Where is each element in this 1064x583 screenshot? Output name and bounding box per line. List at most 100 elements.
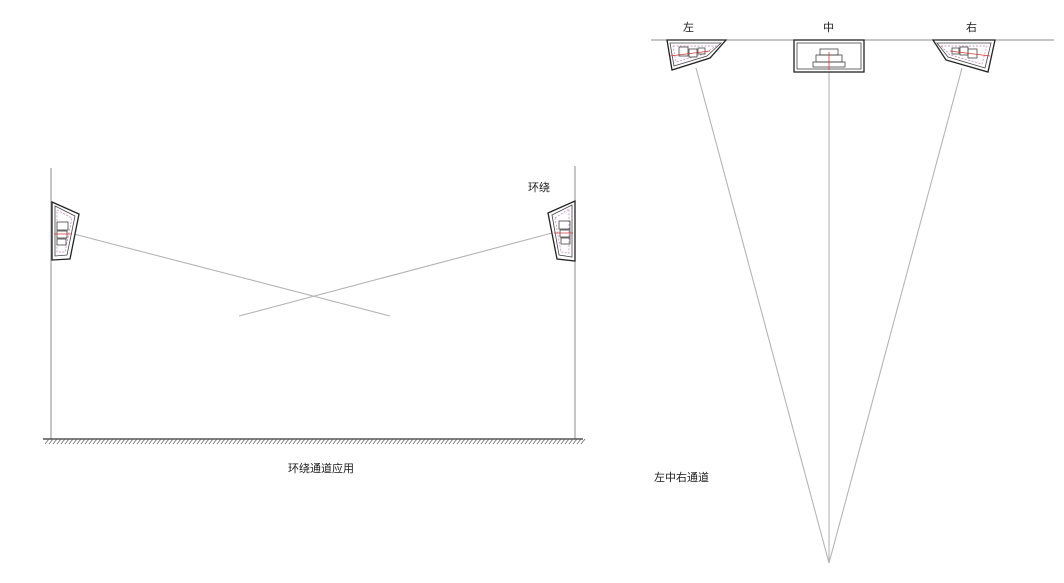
floor-hatch-mark <box>356 438 362 445</box>
floor-hatch-mark <box>348 438 354 445</box>
floor-hatch-mark <box>320 438 326 445</box>
floor-hatch-mark <box>148 438 154 445</box>
floor-hatch-mark <box>500 438 506 445</box>
floor-hatch-mark <box>416 438 422 445</box>
floor-hatch-mark <box>88 438 94 445</box>
floor-hatch-mark <box>392 438 398 445</box>
floor-hatch-mark <box>516 438 522 445</box>
left-surround-ray <box>69 232 391 317</box>
floor-hatch-mark <box>92 438 98 445</box>
floor-hatch-mark <box>188 438 194 445</box>
floor-hatch-mark <box>308 438 314 445</box>
left-channel-label: 左 <box>683 21 694 34</box>
floor-hatch-mark <box>476 438 482 445</box>
floor-hatch-mark <box>296 438 302 445</box>
left-surround-speaker-icon <box>51 200 80 261</box>
floor-hatch-mark <box>176 438 182 445</box>
floor-hatch-mark <box>464 438 470 445</box>
floor-hatch-mark <box>204 438 210 445</box>
floor-hatch-mark <box>272 438 278 445</box>
floor-hatch-mark <box>460 438 466 445</box>
floor-hatch-mark <box>324 438 330 445</box>
floor-hatch-mark <box>244 438 250 445</box>
lcr-layout: 左 中 右 左中右通道 <box>651 20 1054 564</box>
floor-hatch-mark <box>372 438 378 445</box>
right-surround-ray <box>238 231 557 317</box>
floor-hatch-mark <box>468 438 474 445</box>
floor-hatch-mark <box>300 438 306 445</box>
floor-hatch-mark <box>76 438 82 445</box>
floor-hatch-mark <box>384 438 390 445</box>
floor-hatch-mark <box>364 438 370 445</box>
floor-hatch-mark <box>80 438 86 445</box>
right-surround-speaker-icon <box>547 199 576 262</box>
floor-hatch-mark <box>512 438 518 445</box>
floor-hatch-mark <box>552 438 558 445</box>
floor-hatch-mark <box>120 438 126 445</box>
floor-hatch-mark <box>60 438 66 445</box>
floor-hatch-mark <box>484 438 490 445</box>
floor-hatch-mark <box>284 438 290 445</box>
floor-hatch-mark <box>440 438 446 445</box>
floor-hatch-mark <box>56 438 62 445</box>
floor-hatch-mark <box>312 438 318 445</box>
floor-hatch-mark <box>292 438 298 445</box>
floor-hatch-mark <box>408 438 414 445</box>
floor-hatch-mark <box>424 438 430 445</box>
floor-hatch-mark <box>404 438 410 445</box>
floor-hatch-mark <box>528 438 534 445</box>
floor-hatch-mark <box>336 438 342 445</box>
floor-hatch-mark <box>304 438 310 445</box>
floor-hatch-mark <box>368 438 374 445</box>
floor-hatch-mark <box>236 438 242 445</box>
floor-hatch-mark <box>136 438 142 445</box>
center-channel-label: 中 <box>823 21 834 34</box>
floor-hatch-mark <box>436 438 442 445</box>
floor-hatch-mark <box>564 438 570 445</box>
floor-hatch-mark <box>216 438 222 445</box>
floor-hatch-mark <box>504 438 510 445</box>
floor-hatch-mark <box>400 438 406 445</box>
floor-hatch-mark <box>72 438 78 445</box>
floor-hatch-mark <box>524 438 530 445</box>
floor-hatch-mark <box>380 438 386 445</box>
floor-hatch-mark <box>248 438 254 445</box>
floor-hatch-mark <box>560 438 566 445</box>
floor-hatch-mark <box>496 438 502 445</box>
floor-hatch-mark <box>232 438 238 445</box>
floor-hatch-mark <box>544 438 550 445</box>
floor-hatch-mark <box>108 438 114 445</box>
surround-speaker-label: 环绕 <box>528 181 550 194</box>
floor-hatch-mark <box>168 438 174 445</box>
center-speaker-icon <box>793 39 865 73</box>
floor-hatch-mark <box>448 438 454 445</box>
floor-hatch-mark <box>200 438 206 445</box>
floor-hatch-mark <box>256 438 262 445</box>
floor-hatch-mark <box>280 438 286 445</box>
floor-hatch-mark <box>124 438 130 445</box>
right-channel-label: 右 <box>966 20 977 34</box>
floor-hatch-mark <box>328 438 334 445</box>
floor-hatch-mark <box>140 438 146 445</box>
floor-hatch-mark <box>180 438 186 445</box>
floor-hatch-mark <box>344 438 350 445</box>
floor-hatch-mark <box>352 438 358 445</box>
left-channel-ray <box>695 67 830 564</box>
floor-hatch-mark <box>276 438 282 445</box>
floor-hatch-mark <box>548 438 554 445</box>
floor-hatch-mark <box>192 438 198 445</box>
floor-hatch-mark <box>452 438 458 445</box>
floor-hatch-mark <box>556 438 562 445</box>
floor-hatch-mark <box>52 438 58 445</box>
right-speaker-icon <box>931 39 996 73</box>
lcr-caption: 左中右通道 <box>654 470 709 484</box>
floor-hatch-mark <box>68 438 74 445</box>
floor-hatch-mark <box>508 438 514 445</box>
floor-hatch-mark <box>568 438 574 445</box>
floor-hatch-mark <box>396 438 402 445</box>
floor-hatch-mark <box>332 438 338 445</box>
floor-hatch-mark <box>540 438 546 445</box>
floor-hatch-mark <box>360 438 366 445</box>
floor-hatch-mark <box>152 438 158 445</box>
floor-hatch-mark <box>412 438 418 445</box>
